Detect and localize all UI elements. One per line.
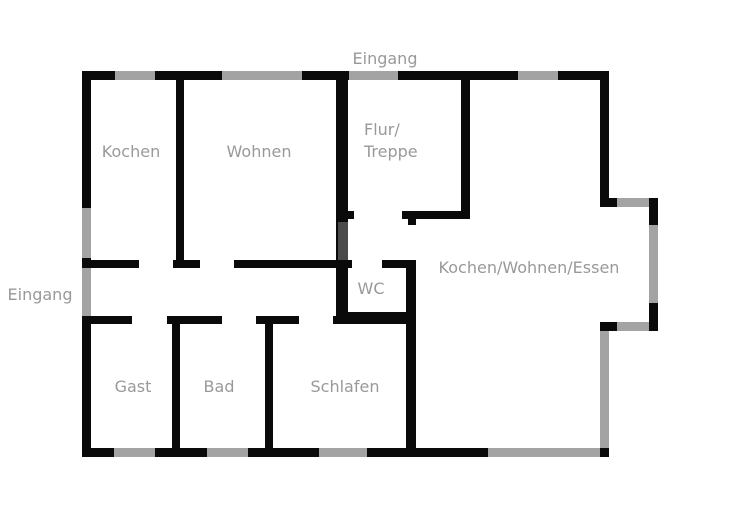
- window-bay-right: [649, 225, 658, 303]
- window-schlafen: [319, 448, 367, 457]
- room-label-treppe: Treppe: [363, 142, 418, 161]
- room-label-kochen-wohnen-essen: Kochen/Wohnen/Essen: [439, 258, 620, 277]
- wall-corridor-lower-3: [256, 316, 299, 324]
- window-gast: [114, 448, 155, 457]
- room-label-flur: Flur/: [364, 120, 400, 139]
- entrance-top-label: Eingang: [353, 49, 418, 68]
- wall-wc-top: [382, 260, 416, 268]
- wall-wc-right: [406, 260, 416, 457]
- wall-right-upper: [600, 71, 609, 205]
- wall-bad-schlafen: [265, 316, 273, 457]
- window-bay-bottom: [617, 322, 649, 331]
- wall-corridor-upper-2: [173, 260, 200, 268]
- window-kochen-left: [82, 208, 91, 258]
- wall-corridor-upper-1: [82, 260, 139, 268]
- room-label-wohnen: Wohnen: [227, 142, 292, 161]
- room-label-bad: Bad: [204, 377, 235, 396]
- door-entrance-top: [349, 71, 398, 80]
- wall-kochen-wohnen: [176, 71, 184, 268]
- wall-wohnen-flur: [336, 71, 348, 322]
- window-kwe-top: [518, 71, 558, 80]
- room-label-wc: WC: [358, 279, 385, 298]
- wall-flur-bottom: [402, 211, 470, 219]
- wall-corridor-lower-2: [167, 316, 222, 324]
- room-label-kochen: Kochen: [102, 142, 160, 161]
- wall-flur-right: [461, 71, 470, 219]
- entrance-left-label: Eingang: [8, 285, 73, 304]
- window-kwe-right: [600, 331, 609, 448]
- windows: [82, 71, 658, 457]
- wall-corridor-upper-3: [234, 260, 348, 268]
- window-bay-top: [617, 198, 649, 207]
- room-label-gast: Gast: [115, 377, 152, 396]
- door-entrance-left: [82, 268, 91, 316]
- wall-corridor-lower-4: [333, 316, 416, 324]
- window-kwe-bottom: [488, 448, 600, 457]
- wall-flur-bottom-left: [336, 211, 354, 219]
- wall-corridor-lower-1: [82, 316, 132, 324]
- passage-flur: [338, 222, 348, 260]
- window-bad: [207, 448, 248, 457]
- window-kochen: [115, 71, 155, 80]
- wall-gast-bad: [172, 316, 180, 457]
- wall-corridor-upper-4: [340, 260, 352, 268]
- room-label-schlafen: Schlafen: [311, 377, 380, 396]
- window-wohnen: [222, 71, 302, 80]
- wall-flur-stub: [408, 211, 416, 225]
